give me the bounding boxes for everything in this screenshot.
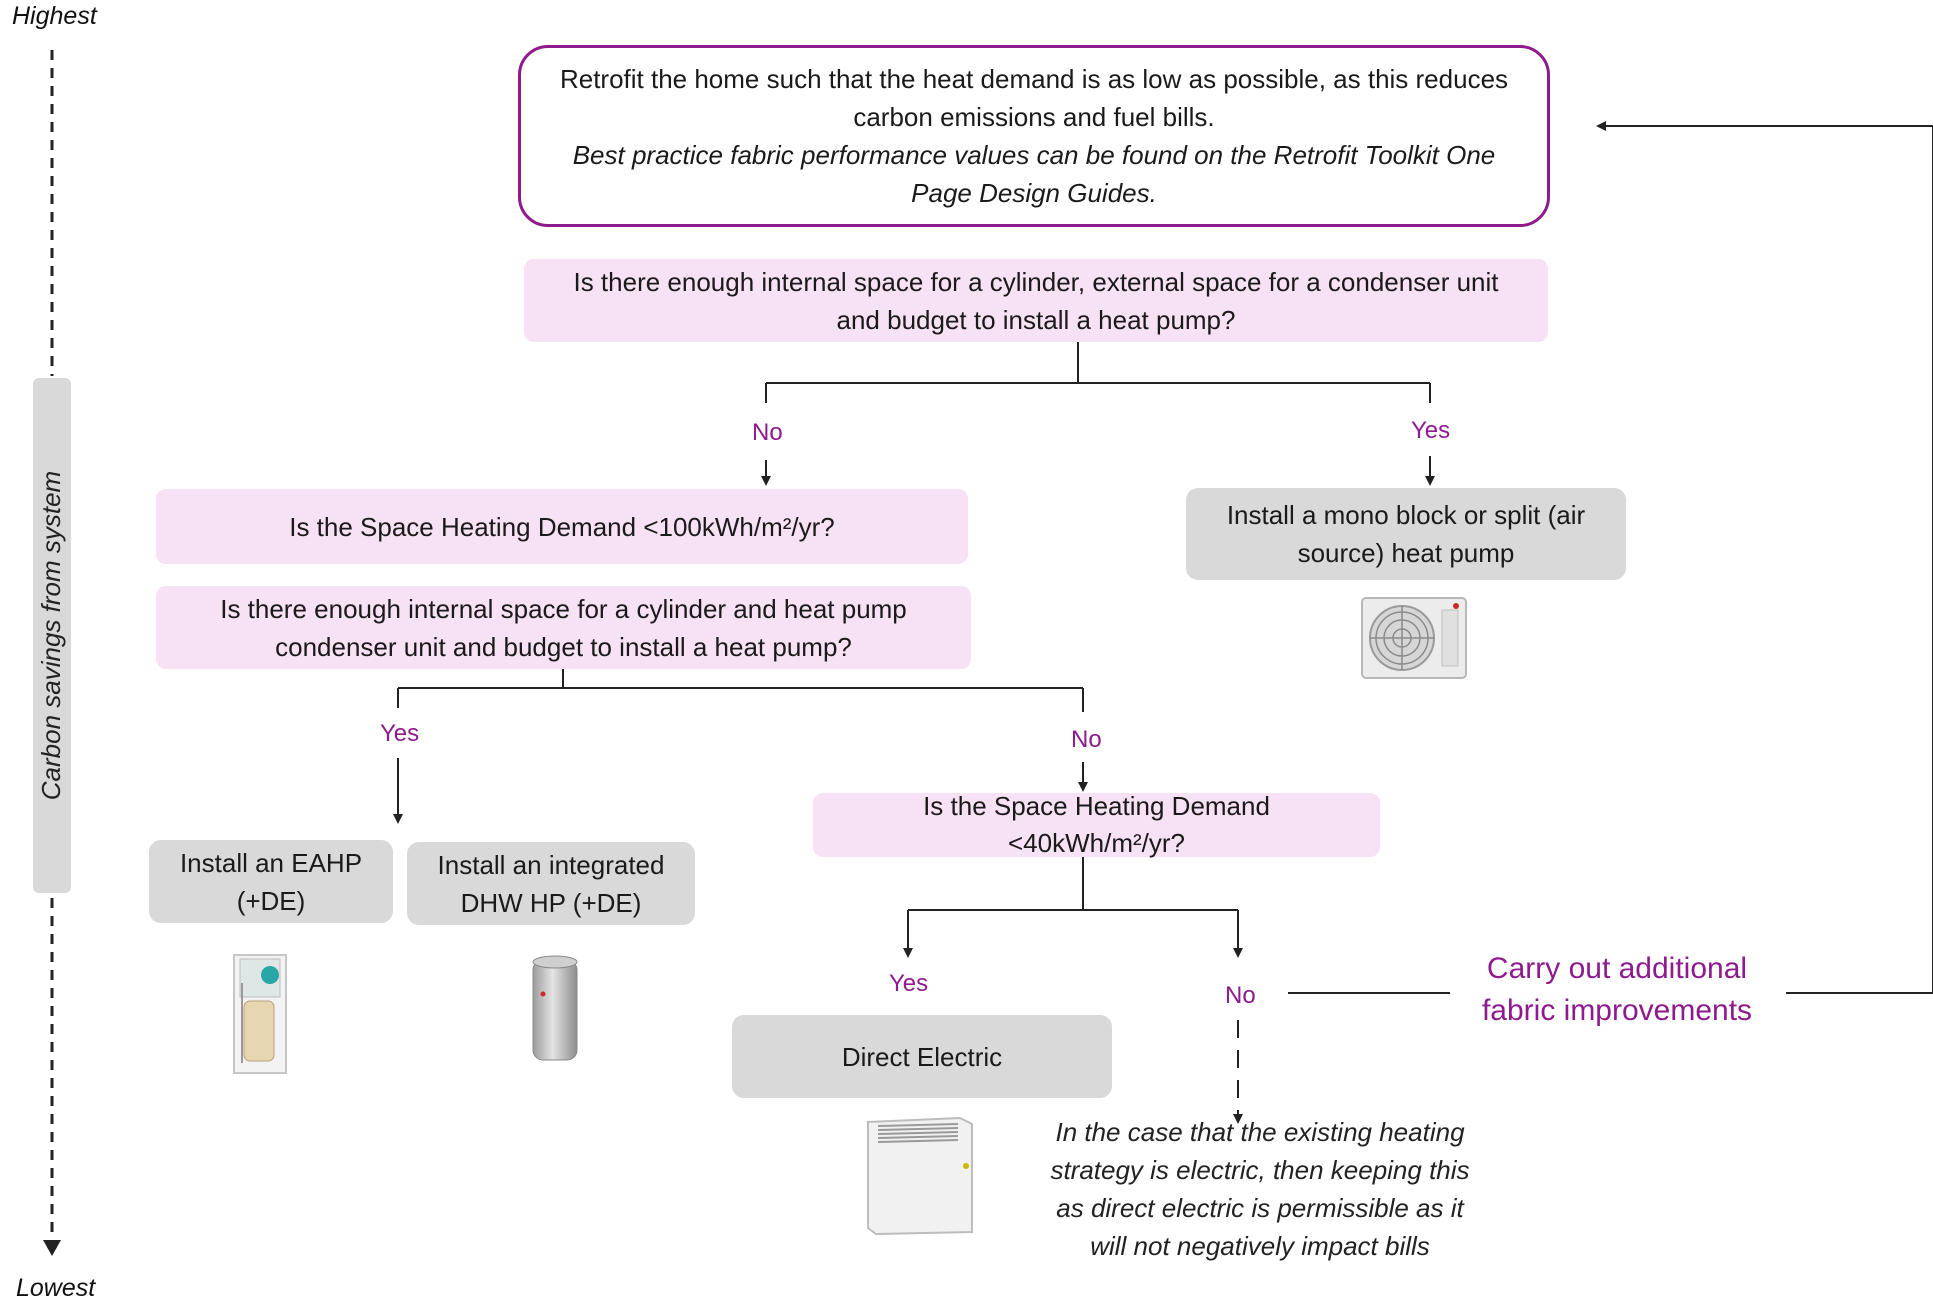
fabric-improvements-label: Carry out additional fabric improvements — [1481, 952, 1753, 1027]
answer-direct-electric: Direct Electric — [732, 1015, 1112, 1098]
label-yes-2: Yes — [380, 720, 420, 747]
answer-air-source-heat-pump: Install a mono block or split (air sourc… — [1186, 488, 1626, 580]
carbon-savings-axis-band — [33, 378, 71, 893]
answer-integrated-dhw-hp: Install an integrated DHW HP (+DE) — [407, 842, 695, 925]
retrofit-main-text: Retrofit the home such that the heat dem… — [559, 64, 1509, 132]
fabric-return-line — [1596, 121, 1933, 994]
label-no-2: No — [1071, 726, 1102, 753]
question-demand-40: Is the Space Heating Demand <40kWh/m²/yr… — [813, 791, 1380, 858]
retrofit-box: Retrofit the home such that the heat dem… — [518, 45, 1550, 227]
question-cylinder-condenser: Is there enough internal space for a cyl… — [156, 586, 971, 669]
question-demand-100: Is the Space Heating Demand <100kWh/m²/y… — [156, 489, 968, 564]
existing-heating-note: In the case that the existing heating st… — [1050, 1117, 1470, 1261]
scale-bottom-label: Lowest — [16, 1274, 96, 1302]
label-yes-3: Yes — [889, 970, 929, 997]
question-space-budget: Is there enough internal space for a cyl… — [524, 259, 1548, 342]
answer-eahp: Install an EAHP (+DE) — [149, 840, 393, 923]
label-yes-1: Yes — [1411, 417, 1451, 444]
scale-axis-arrowhead — [43, 1240, 61, 1256]
electric-panel-heater-icon — [864, 1116, 976, 1238]
eahp-unit-icon — [230, 953, 290, 1075]
hot-water-cylinder-icon — [527, 954, 583, 1068]
heat-pump-outdoor-unit-icon — [1360, 596, 1468, 682]
scale-top-label: Highest — [12, 2, 97, 30]
label-no-1: No — [752, 419, 783, 446]
label-no-3: No — [1225, 982, 1256, 1009]
retrofit-note-text: Best practice fabric performance values … — [572, 140, 1496, 208]
